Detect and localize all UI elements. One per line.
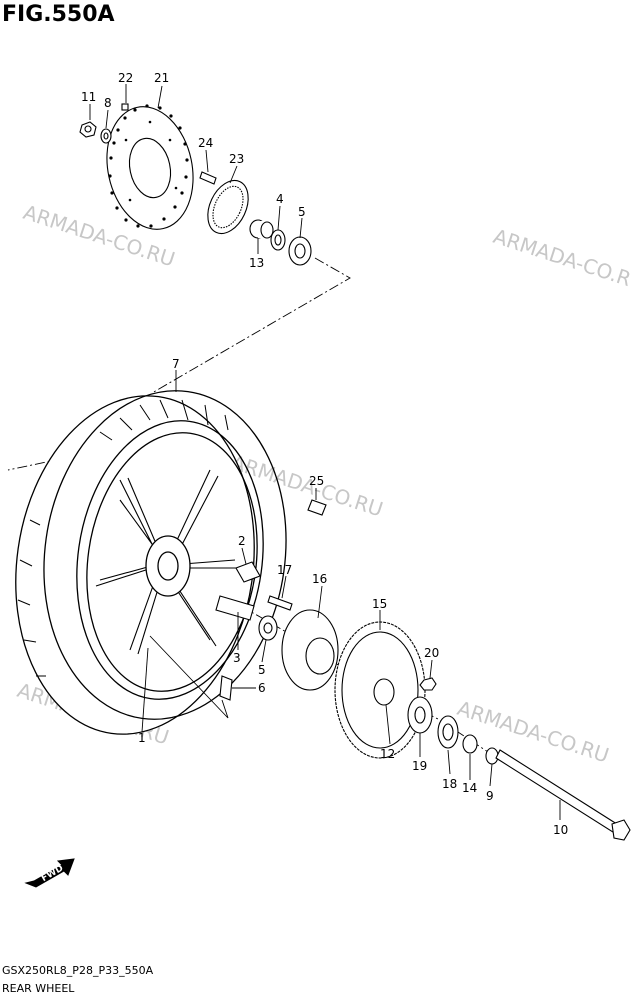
figure-title: FIG.550A — [2, 2, 115, 27]
callout-11: 11 — [81, 90, 96, 104]
callout-13: 13 — [249, 256, 264, 270]
callout-5b: 5 — [258, 663, 266, 677]
callout-6: 6 — [258, 681, 266, 695]
callout-8: 8 — [104, 96, 112, 110]
watermark-3: ARMADA-CO.RU — [228, 450, 386, 522]
hub-parts — [215, 499, 631, 841]
callout-23: 23 — [229, 152, 244, 166]
watermark-5: ARMADA-CO.RU — [454, 696, 612, 768]
callout-10: 10 — [553, 823, 568, 837]
callout-2: 2 — [238, 534, 246, 548]
figure-code: GSX250RL8_P28_P33_550A — [2, 964, 154, 977]
watermark-2: ARMADA-CO.RU — [490, 224, 631, 296]
callout-7: 7 — [172, 357, 180, 371]
callout-3: 3 — [233, 651, 241, 665]
brake-disc — [106, 104, 194, 230]
callout-5a: 5 — [298, 205, 306, 219]
callout-25: 25 — [309, 474, 324, 488]
callout-18: 18 — [442, 777, 457, 791]
callout-numbers: 1 2 3 4 5 5 6 7 8 9 10 11 12 13 14 15 16… — [81, 71, 568, 837]
callout-1: 1 — [138, 731, 146, 745]
callout-22: 22 — [118, 71, 133, 85]
callout-16: 16 — [312, 572, 327, 586]
disc-hardware — [79, 103, 312, 266]
callout-21: 21 — [154, 71, 169, 85]
callout-24: 24 — [198, 136, 213, 150]
callout-20: 20 — [424, 646, 439, 660]
callout-4: 4 — [276, 192, 284, 206]
figure-name: REAR WHEEL — [2, 982, 75, 995]
callout-14: 14 — [462, 781, 477, 795]
callout-15: 15 — [372, 597, 387, 611]
callout-12: 12 — [380, 747, 395, 761]
callout-9: 9 — [486, 789, 494, 803]
rear-wheel — [15, 390, 287, 735]
leader-lines — [89, 84, 561, 820]
callout-19: 19 — [412, 759, 427, 773]
callout-17: 17 — [277, 563, 292, 577]
fwd-arrow-icon: FWD — [24, 858, 75, 888]
fwd-label: FWD — [40, 864, 65, 884]
fwd-arrow: FWD — [22, 853, 76, 889]
